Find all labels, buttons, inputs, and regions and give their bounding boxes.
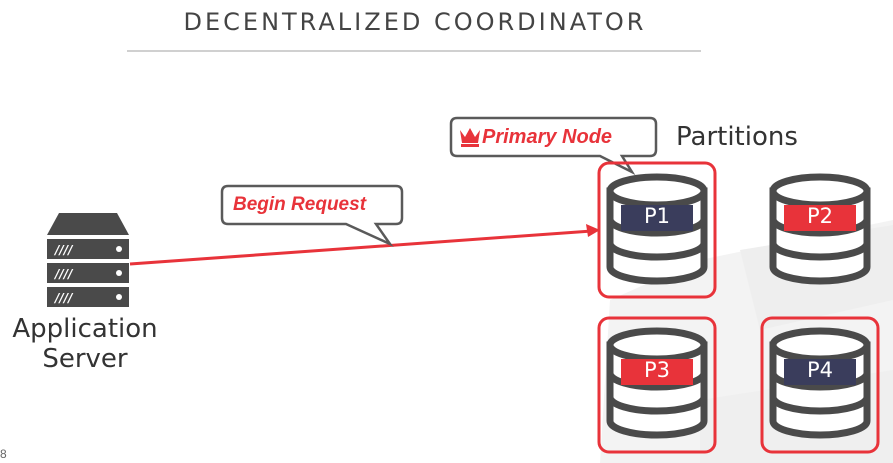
server-icon: //// //// //// — [47, 213, 129, 307]
app-server-label-line1: Application — [12, 314, 158, 344]
partition-label-p4: P4 — [806, 358, 834, 382]
primary-node-label: Primary Node — [482, 126, 613, 148]
partitions-heading: Partitions — [676, 122, 798, 152]
partition-band-p1 — [621, 205, 693, 231]
begin-request-label: Begin Request — [233, 194, 367, 215]
slide-number: 8 — [0, 447, 7, 461]
app-server-label-line2: Server — [42, 344, 128, 374]
p4-highlight-box — [760, 316, 880, 454]
svg-text:////: //// — [53, 267, 74, 281]
svg-text:////: //// — [53, 291, 74, 305]
title-divider — [127, 50, 701, 52]
database-cylinder-p1 — [606, 173, 708, 285]
svg-text:////: //// — [53, 243, 74, 257]
app-server-label: Application Server — [6, 314, 164, 374]
slide-title: DECENTRALIZED COORDINATOR — [183, 8, 647, 36]
partition-band-p3 — [621, 359, 693, 385]
partition-label-p3: P3 — [643, 358, 671, 382]
database-cylinder-p4 — [769, 327, 871, 439]
partition-band-p4 — [784, 359, 856, 385]
partition-band-p2 — [784, 205, 856, 231]
partition-label-p2: P2 — [806, 204, 834, 228]
partition-label-p1: P1 — [643, 204, 671, 228]
database-cylinder-p3 — [606, 327, 708, 439]
database-cylinder-p2 — [769, 173, 871, 285]
p3-highlight-box — [597, 316, 717, 454]
p1-highlight-box — [597, 161, 717, 299]
